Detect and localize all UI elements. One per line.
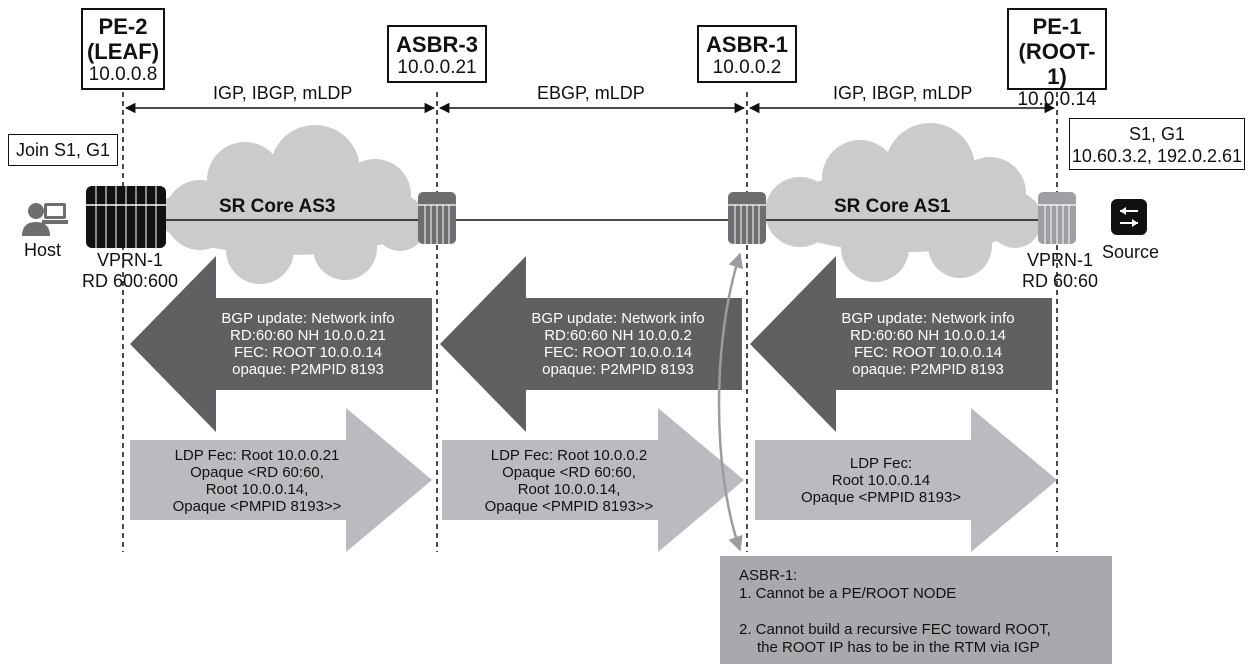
bgp-arrow-1 [130,256,432,432]
bgp-arrow-3 [750,256,1052,432]
node-pe2-ip: 10.0.0.8 [88,64,158,85]
bgp-arrow-2 [440,256,742,432]
source-label: Source [1102,242,1160,262]
cloud-left [155,125,426,284]
note-item2a: 2. Cannot build a recursive FEC toward R… [739,621,1051,638]
vprn-left-label: VPRN-1 RD 600:600 [70,250,190,292]
node-asbr3: ASBR-3 10.0.0.21 [387,25,487,83]
bgp-update-3-line2: RD:60:60 NH 10.0.0.14 [850,327,1006,344]
cloud-left-label: SR Core AS3 [219,196,336,217]
note-title: ASBR-1: [739,567,798,584]
bgp-update-2-line3: FEC: ROOT 10.0.0.14 [543,344,693,361]
note-connector [717,252,743,552]
bgp-update-1-line1: BGP update: Network info [221,310,395,327]
ldp-arrow-2 [442,408,744,552]
ldp-fec-1-line3: Root 10.0.0.14, [205,481,309,498]
node-asbr3-ip: 10.0.0.21 [397,57,477,78]
ldp-fec-3-line1: LDP Fec: [849,455,913,472]
source-icon [1111,199,1147,235]
node-asbr1-name: ASBR-1 [706,32,788,57]
source-group-line2: 10.60.3.2, 192.0.2.61 [1071,146,1243,166]
segment-middle-label: EBGP, mLDP [537,83,645,103]
node-pe2: PE-2 (LEAF) 10.0.0.8 [81,8,165,90]
pe1-router-icon [1038,192,1076,244]
note-item2b: the ROOT IP has to be in the RTM via IGP [757,639,1040,656]
bgp-update-1-line4: opaque: P2MPID 8193 [232,361,384,378]
ldp-fec-3-text: LDP Fec: Root 10.0.0.14 Opaque <PMPID 81… [770,455,992,506]
node-pe1-ip: 10.0.0.14 [1017,89,1097,110]
ldp-arrow-1 [130,408,432,552]
vprn-right-name: VPRN-1 [1026,250,1093,270]
ldp-fec-1-text: LDP Fec: Root 10.0.0.21 Opaque <RD 60:60… [146,447,368,515]
node-asbr1-ip: 10.0.0.2 [712,57,782,78]
source-group-line1: S1, G1 [1128,124,1186,144]
vprn-right-label: VPRN-1 RD 60:60 [1010,250,1110,292]
pe2-router-icon [86,186,166,248]
join-box: Join S1, G1 [8,134,118,166]
ldp-fec-3-line3: Opaque <PMPID 8193> [800,489,962,506]
node-pe1-name: PE-1 [1032,14,1082,39]
node-pe1-role: (ROOT-1) [1018,39,1096,89]
host-icon [22,203,68,236]
host-label: Host [24,240,62,260]
bgp-update-1-line3: FEC: ROOT 10.0.0.14 [233,344,383,361]
ldp-fec-2-line1: LDP Fec: Root 10.0.0.2 [490,447,648,464]
ldp-fec-1-line4: Opaque <PMPID 8193>> [172,498,342,515]
cloud-right [765,123,1041,282]
asbr3-router-icon [418,192,456,244]
ldp-fec-2-line2: Opaque <RD 60:60, [502,464,636,481]
bgp-update-2-line2: RD:60:60 NH 10.0.0.2 [544,327,692,344]
asbr1-router-icon [728,192,766,244]
node-asbr3-name: ASBR-3 [396,32,478,57]
vprn-left-name: VPRN-1 [96,250,163,270]
bgp-update-3-line1: BGP update: Network info [841,310,1015,327]
cloud-right-label: SR Core AS1 [834,196,951,217]
note-item1: 1. Cannot be a PE/ROOT NODE [739,585,957,602]
ldp-fec-1-line2: Opaque <RD 60:60, [190,464,324,481]
bgp-update-3-text: BGP update: Network info RD:60:60 NH 10.… [806,310,1050,378]
ldp-fec-3-line2: Root 10.0.0.14 [831,472,931,489]
bgp-update-2-line1: BGP update: Network info [531,310,705,327]
ldp-arrow-3 [755,408,1057,552]
ldp-fec-2-line4: Opaque <PMPID 8193>> [484,498,654,515]
source-group-box: S1, G1 10.60.3.2, 192.0.2.61 [1069,118,1245,170]
segment-left-label: IGP, IBGP, mLDP [213,83,353,103]
bgp-update-3-line3: FEC: ROOT 10.0.0.14 [853,344,1003,361]
ldp-fec-2-text: LDP Fec: Root 10.0.0.2 Opaque <RD 60:60,… [458,447,680,515]
bgp-update-2-line4: opaque: P2MPID 8193 [542,361,694,378]
bgp-update-1-line2: RD:60:60 NH 10.0.0.21 [230,327,386,344]
bgp-update-2-text: BGP update: Network info RD:60:60 NH 10.… [496,310,740,378]
bgp-update-3-line4: opaque: P2MPID 8193 [852,361,1004,378]
vprn-right-rd: RD 60:60 [1021,271,1099,291]
ldp-fec-2-line3: Root 10.0.0.14, [517,481,621,498]
node-asbr1: ASBR-1 10.0.0.2 [697,25,797,83]
ldp-fec-1-line1: LDP Fec: Root 10.0.0.21 [174,447,340,464]
join-box-text: Join S1, G1 [15,140,111,160]
segment-right-label: IGP, IBGP, mLDP [833,83,973,103]
node-pe2-name: PE-2 [98,14,148,39]
node-pe2-role: (LEAF) [86,39,160,64]
asbr1-note: ASBR-1: 1. Cannot be a PE/ROOT NODE 2. C… [720,556,1112,664]
bgp-update-1-text: BGP update: Network info RD:60:60 NH 10.… [186,310,430,378]
node-pe1: PE-1 (ROOT-1) 10.0.0.14 [1007,8,1107,110]
vprn-left-rd: RD 600:600 [81,271,179,291]
